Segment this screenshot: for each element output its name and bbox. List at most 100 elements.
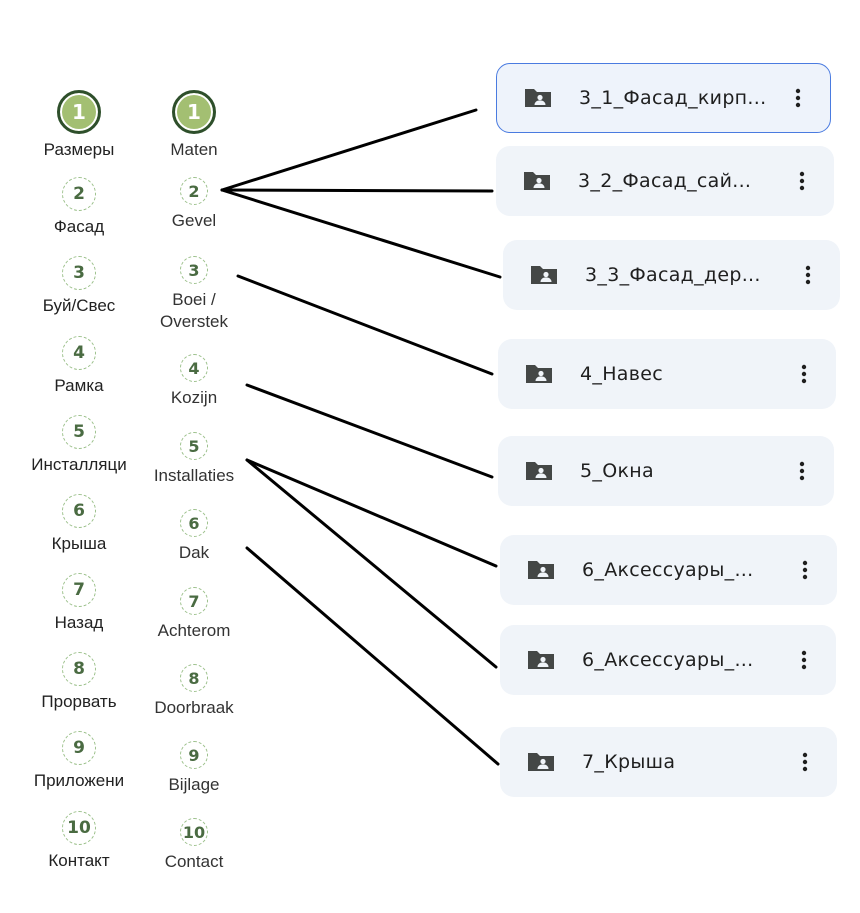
connector-line (245, 383, 494, 479)
step-label: Приложени (33, 771, 125, 790)
step-label: Boei / Overstek (159, 290, 229, 331)
step-number-badge: 2 (62, 177, 96, 211)
folder-item[interactable]: 3_3_Фасад_дер... (503, 240, 840, 310)
step-label: Bijlage (168, 775, 220, 794)
step-number-badge: 5 (62, 415, 96, 449)
step-number-badge: 6 (180, 509, 208, 537)
step-number-badge: 3 (180, 256, 208, 284)
folder-name: 6_Аксессуары_... (582, 559, 754, 581)
step-label: Dak (178, 543, 210, 562)
step-label: Contact (164, 852, 224, 871)
shared-folder-icon (526, 750, 556, 774)
step-number-badge: 7 (180, 587, 208, 615)
shared-folder-icon (523, 86, 553, 110)
more-vert-icon[interactable] (785, 550, 825, 590)
more-vert-icon[interactable] (784, 354, 824, 394)
step-number-badge: 10 (180, 818, 208, 846)
folder-item[interactable]: 3_2_Фасад_сай... (496, 146, 834, 216)
connector-line (245, 458, 498, 568)
step-label: Инсталляци (31, 455, 127, 474)
step-number-badge: 9 (62, 731, 96, 765)
folder-item[interactable]: 7_Крыша (500, 727, 837, 797)
connector-line (236, 274, 494, 376)
step-label: Фасад (53, 217, 105, 236)
step-label: Maten (170, 140, 218, 159)
folder-name: 3_1_Фасад_кирп... (579, 87, 767, 109)
shared-folder-icon (524, 459, 554, 483)
folder-name: 5_Окна (580, 460, 654, 482)
folder-name: 6_Аксессуары_... (582, 649, 754, 671)
step-number-badge: 4 (62, 336, 96, 370)
step-label: Буй/Свес (42, 296, 116, 315)
connector-line (220, 188, 494, 193)
step-number-badge: 10 (62, 811, 96, 845)
shared-folder-icon (526, 558, 556, 582)
step-number-badge: 3 (62, 256, 96, 290)
step-number-badge: 2 (180, 177, 208, 205)
folder-name: 3_3_Фасад_дер... (585, 264, 761, 286)
more-vert-icon[interactable] (785, 742, 825, 782)
step-label: Installaties (153, 466, 235, 485)
shared-folder-icon (522, 169, 552, 193)
folder-item[interactable]: 6_Аксессуары_... (500, 535, 837, 605)
step-number-badge: 6 (62, 494, 96, 528)
shared-folder-icon (524, 362, 554, 386)
step-number-badge: 8 (180, 664, 208, 692)
step-label: Рамка (54, 376, 104, 395)
shared-folder-icon (529, 263, 559, 287)
step-number-badge: 5 (180, 432, 208, 460)
step-label: Прорвать (41, 692, 117, 711)
connector-line (220, 188, 502, 279)
more-vert-icon[interactable] (784, 640, 824, 680)
folder-name: 7_Крыша (582, 751, 676, 773)
step-number-badge: 9 (180, 741, 208, 769)
folder-item[interactable]: 4_Навес (498, 339, 836, 409)
step-label: Achterom (157, 621, 231, 640)
folder-name: 4_Навес (580, 363, 663, 385)
step-label: Doorbraak (154, 698, 234, 717)
step-number-badge: 4 (180, 354, 208, 382)
more-vert-icon[interactable] (782, 451, 822, 491)
step-label: Крыша (51, 534, 107, 553)
step-label: Контакт (48, 851, 110, 870)
folder-name: 3_2_Фасад_сай... (578, 170, 752, 192)
step-number-badge: 7 (62, 573, 96, 607)
folder-item[interactable]: 5_Окна (498, 436, 834, 506)
step-label: Kozijn (170, 388, 218, 407)
more-vert-icon[interactable] (788, 255, 828, 295)
step-number-badge: 1 (172, 90, 216, 134)
connector-line (220, 108, 478, 192)
shared-folder-icon (526, 648, 556, 672)
more-vert-icon[interactable] (782, 161, 822, 201)
step-number-badge: 8 (62, 652, 96, 686)
step-label: Размеры (43, 140, 115, 159)
step-label: Назад (54, 613, 104, 632)
step-label: Gevel (171, 211, 217, 230)
folder-item[interactable]: 3_1_Фасад_кирп... (496, 63, 831, 133)
step-number-badge: 1 (57, 90, 101, 134)
connector-line (245, 546, 500, 766)
folder-item[interactable]: 6_Аксессуары_... (500, 625, 836, 695)
connector-line (245, 458, 498, 669)
more-vert-icon[interactable] (778, 78, 818, 118)
